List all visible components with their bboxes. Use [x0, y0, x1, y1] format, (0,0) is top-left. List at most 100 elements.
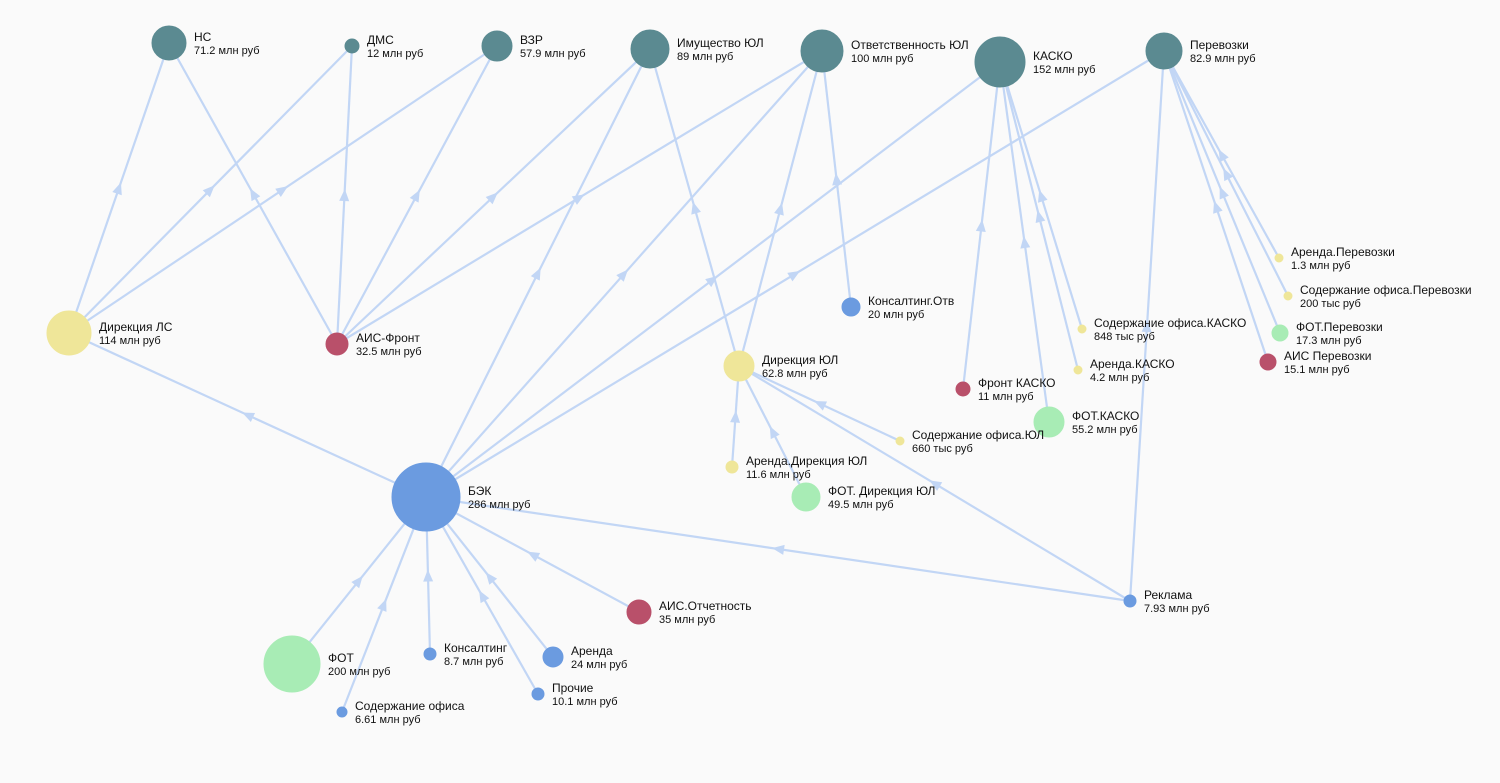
node-circle-arendadirul[interactable]: [725, 460, 739, 474]
edge-arrow-fot-to-bek: [351, 575, 363, 589]
node-circle-ns[interactable]: [151, 25, 187, 61]
node-circle-konsalt[interactable]: [423, 647, 437, 661]
node-name-label: Содержание офиса.ЮЛ: [912, 428, 1044, 442]
graph-edges: [67, 42, 1289, 713]
node-name-label: Содержание офиса.КАСКО: [1094, 316, 1246, 330]
node-circle-reklama[interactable]: [1123, 594, 1137, 608]
node-value-label: 17.3 млн руб: [1296, 335, 1362, 347]
node-circle-perev[interactable]: [1145, 32, 1183, 70]
node-circle-fotkasko[interactable]: [1033, 406, 1065, 438]
node-circle-fot[interactable]: [263, 635, 321, 693]
edge-arrow-konsotv-to-otvul: [832, 173, 843, 186]
node-circle-soderzhul[interactable]: [895, 436, 905, 446]
edge-arrow-reklama-to-perev: [1141, 320, 1152, 333]
edge-arrow-aisfront-to-dms: [339, 189, 350, 202]
node-circle-dirls[interactable]: [46, 310, 92, 356]
edge-arrow-konsalt-to-bek: [423, 569, 434, 582]
node-value-label: 100 млн руб: [851, 53, 913, 65]
node-circle-dirul[interactable]: [723, 350, 755, 382]
node-circle-arendaperev[interactable]: [1274, 253, 1284, 263]
node-value-label: 49.5 млн руб: [828, 499, 894, 511]
node-circle-fotdirul[interactable]: [791, 482, 821, 512]
edge-arrow-prochie-to-bek: [479, 590, 490, 604]
node-name-label: Содержание офиса.Перевозки: [1300, 283, 1472, 297]
node-value-label: 15.1 млн руб: [1284, 364, 1350, 376]
node-value-label: 62.8 млн руб: [762, 368, 828, 380]
edge-arrow-dirls-to-dms: [202, 185, 215, 198]
node-circle-arendakasko[interactable]: [1073, 365, 1083, 375]
node-circle-soderzh[interactable]: [336, 706, 348, 718]
node-circle-prochie[interactable]: [531, 687, 545, 701]
node-circle-aisotch[interactable]: [626, 599, 652, 625]
node-value-label: 1.3 млн руб: [1291, 260, 1350, 272]
node-value-label: 71.2 млн руб: [194, 45, 260, 57]
node-value-label: 55.2 млн руб: [1072, 424, 1138, 436]
edge-arrow-aisperev-to-perev: [1213, 200, 1223, 214]
node-circle-fotperev[interactable]: [1271, 324, 1289, 342]
node-name-label: ДМС: [367, 33, 394, 47]
node-value-label: 200 млн руб: [328, 666, 390, 678]
node-name-label: Прочие: [552, 681, 594, 695]
node-circle-kasko[interactable]: [974, 36, 1026, 88]
node-circle-frontkasko[interactable]: [955, 381, 971, 397]
node-value-label: 20 млн руб: [868, 309, 924, 321]
node-name-label: ФОТ. Дирекция ЮЛ: [828, 484, 935, 498]
node-circle-soderzhperev[interactable]: [1283, 291, 1293, 301]
edge-arrow-soderzhul-to-dirul: [814, 400, 828, 411]
node-circle-konsotv[interactable]: [841, 297, 861, 317]
node-name-label: АИС.Отчетность: [659, 599, 752, 613]
edge-arrow-reklama-to-dirul: [929, 480, 943, 491]
node-name-label: Аренда.КАСКО: [1090, 357, 1175, 371]
node-value-label: 10.1 млн руб: [552, 696, 618, 708]
node-circle-dms[interactable]: [344, 38, 360, 54]
edge-arrow-bek-to-dirls: [242, 412, 256, 423]
node-value-label: 11 млн руб: [978, 391, 1034, 403]
node-name-label: БЭК: [468, 484, 491, 498]
edge-arrow-dirul-to-imul: [691, 201, 701, 215]
node-circle-soderzhkasko[interactable]: [1077, 324, 1087, 334]
edge-arrow-fotdirul-to-dirul: [769, 426, 780, 440]
node-circle-aisfront[interactable]: [325, 332, 349, 356]
node-circle-aisperev[interactable]: [1259, 353, 1277, 371]
node-value-label: 152 млн руб: [1033, 64, 1095, 76]
edge-arrow-aisfront-to-imul: [485, 192, 498, 205]
node-circle-arenda[interactable]: [542, 646, 564, 668]
node-circle-vzr[interactable]: [481, 30, 513, 62]
edge-arrow-bek-to-perev: [787, 270, 801, 282]
node-circle-bek[interactable]: [391, 462, 461, 532]
node-value-label: 35 млн руб: [659, 614, 715, 626]
node-circle-imul[interactable]: [630, 29, 670, 69]
node-circle-otvul[interactable]: [800, 29, 844, 73]
node-value-label: 7.93 млн руб: [1144, 603, 1210, 615]
